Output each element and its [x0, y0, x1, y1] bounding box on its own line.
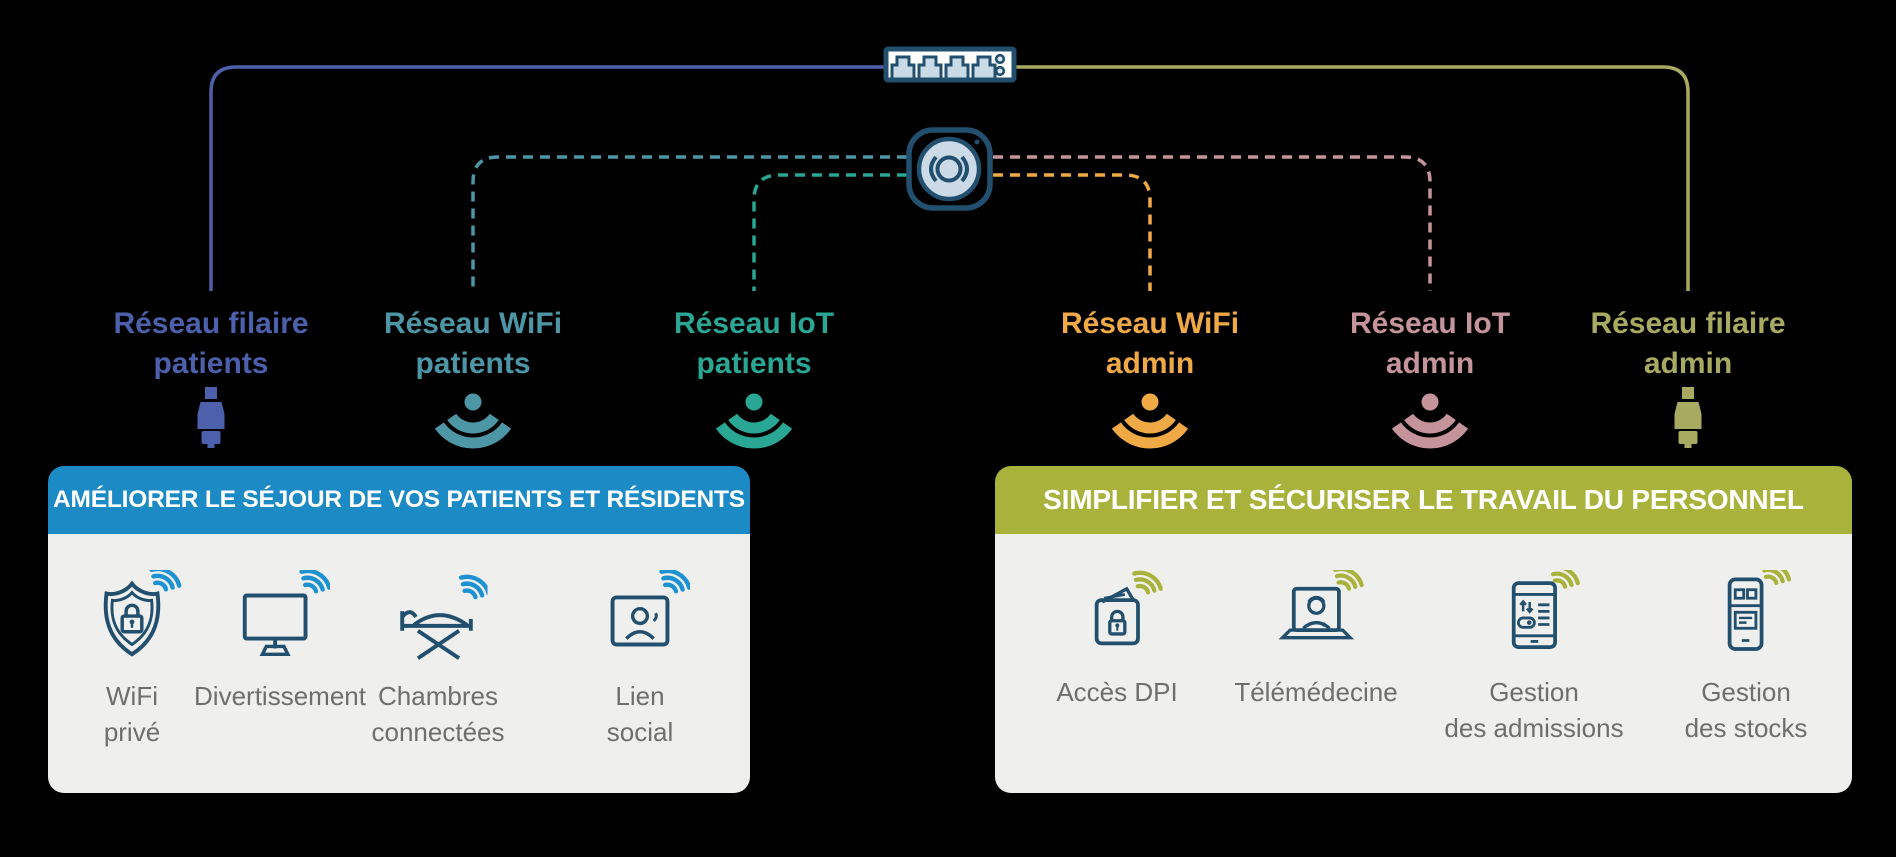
patients-panel: AMÉLIORER LE SÉJOUR DE VOS PATIENTS ET R… — [48, 466, 750, 793]
item-label: Chambres connectées — [371, 681, 505, 747]
item-label: Accès DPI — [1056, 677, 1178, 707]
shield-lock-icon — [103, 570, 182, 657]
item-label: Gestion des admissions — [1444, 677, 1624, 743]
iot-admin-line — [993, 155, 1432, 291]
ethernet-plug-icon — [1674, 387, 1702, 448]
patients-panel-body: WiFi privé Divertissement — [48, 534, 750, 793]
wired-patients-line — [209, 65, 884, 291]
ethernet-plug-icon — [197, 387, 225, 448]
item-chambres-connectees: Chambres connectées — [371, 570, 505, 750]
staff-panel-body: Accès DPI Télémédec — [995, 534, 1852, 793]
locked-records-icon — [1094, 570, 1165, 646]
item-label: Gestion des stocks — [1684, 677, 1808, 743]
wifi-signal-icon — [715, 393, 793, 449]
item-acces-dpi: Accès DPI — [1056, 570, 1178, 710]
wifi-patients-line — [471, 155, 907, 291]
staff-panel: SIMPLIFIER ET SÉCURISER LE TRAVAIL DU PE… — [995, 466, 1852, 793]
item-label: Divertissement — [194, 681, 366, 711]
wired-admin-line — [1014, 65, 1690, 291]
iot-patients-line — [752, 173, 907, 291]
patients-panel-title: AMÉLIORER LE SÉJOUR DE VOS PATIENTS ET R… — [48, 466, 750, 534]
item-lien-social: Lien social — [590, 570, 690, 750]
access-point-icon — [906, 127, 993, 211]
item-label: WiFi privé — [103, 681, 161, 747]
video-call-person-icon — [610, 570, 690, 647]
item-label: Télémédecine — [1234, 677, 1398, 707]
network-switch-icon — [883, 46, 1017, 83]
item-telemedecine: Télémédecine — [1234, 570, 1398, 710]
phone-inventory-icon — [1728, 570, 1794, 651]
wifi-admin-line — [993, 173, 1152, 291]
wifi-signal-icon — [1391, 393, 1469, 449]
item-gestion-admissions: Gestion des admissions — [1444, 570, 1624, 746]
item-gestion-stocks: Gestion des stocks — [1684, 570, 1808, 746]
laptop-doctor-icon — [1278, 570, 1364, 640]
item-wifi-prive: WiFi privé — [82, 570, 182, 750]
tablet-admissions-icon — [1511, 570, 1582, 649]
item-divertissement: Divertissement — [194, 570, 366, 714]
staff-panel-title: SIMPLIFIER ET SÉCURISER LE TRAVAIL DU PE… — [995, 466, 1852, 534]
hospital-bed-icon — [400, 570, 488, 660]
wifi-signal-icon — [1111, 393, 1189, 449]
item-label: Lien social — [606, 681, 674, 747]
tv-monitor-icon — [242, 570, 330, 656]
wifi-signal-icon — [434, 393, 512, 449]
